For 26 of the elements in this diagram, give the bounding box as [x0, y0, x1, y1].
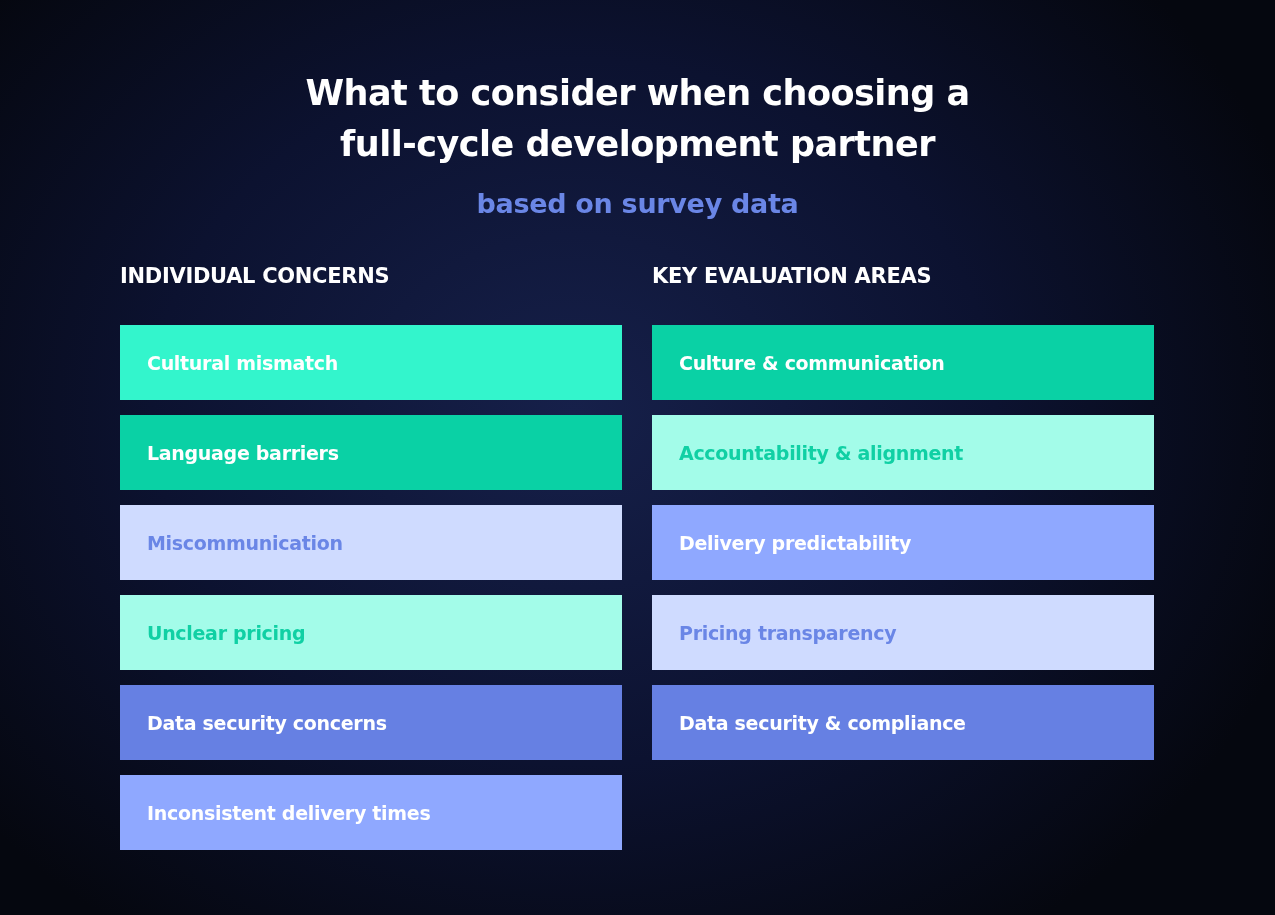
column-heading: INDIVIDUAL CONCERNS: [120, 264, 390, 288]
list-item-bar: [652, 415, 1154, 490]
item-text: Data security concerns: [147, 711, 387, 734]
item-text: Cultural mismatch: [147, 351, 338, 374]
item-text: Delivery predictability: [679, 531, 912, 554]
item-text: Pricing transparency: [679, 621, 897, 644]
list-item-bar: [120, 595, 622, 670]
item-text: Culture & communication: [679, 351, 945, 374]
list-item-bar: [652, 595, 1154, 670]
list-item-bar: [120, 325, 622, 400]
list-item-bar: [120, 775, 622, 850]
title: What to consider when choosing a full-cycle development partner: [304, 72, 971, 166]
item-text: Miscommunication: [147, 531, 343, 554]
list-item-bar: [652, 325, 1154, 400]
list-item-bar: [120, 505, 622, 580]
column-heading: KEY EVALUATION AREAS: [652, 264, 932, 288]
list-item-bar: [652, 505, 1154, 580]
item-text: Language barriers: [147, 441, 339, 464]
list-item-bar: [652, 685, 1154, 760]
list-item-bar: [120, 415, 622, 490]
list-item-bar: [120, 685, 622, 760]
item-text: Accountability & alignment: [679, 441, 964, 464]
subtitle: based on survey data: [475, 188, 800, 219]
item-text: Unclear pricing: [147, 621, 306, 644]
item-text: Inconsistent delivery times: [147, 801, 431, 824]
item-text: Data security & compliance: [679, 711, 966, 734]
